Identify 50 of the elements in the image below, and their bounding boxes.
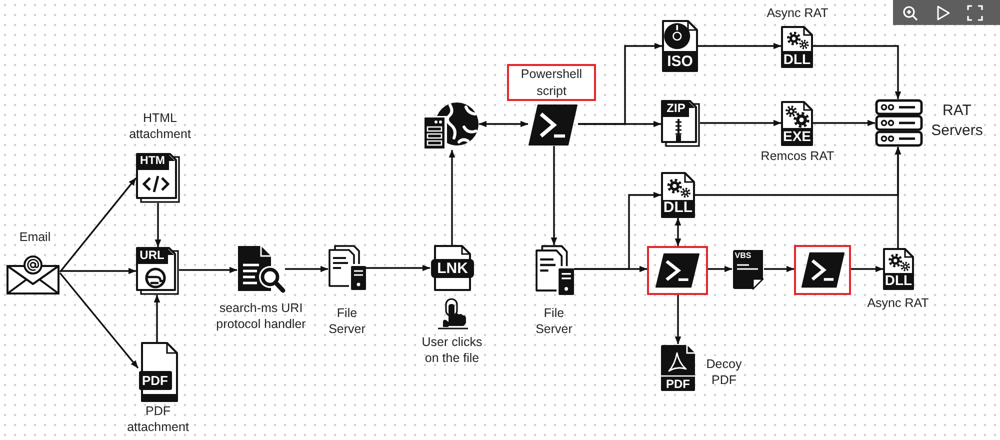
- file-type-label: ZIP: [666, 101, 686, 116]
- arrow: [578, 120, 662, 128]
- node-label: PDF attachment: [126, 403, 190, 436]
- arrow: [550, 146, 558, 246]
- node-label: search-ms URI protocol handler: [215, 300, 307, 332]
- arrow: [574, 192, 662, 270]
- file-type-label: URL: [138, 248, 166, 263]
- file-type-label: PDF: [665, 377, 691, 391]
- arrow: [154, 294, 160, 342]
- highlight-frame: [794, 245, 851, 295]
- arrow: [366, 264, 430, 272]
- arrow: [478, 120, 528, 128]
- arrow: [674, 295, 682, 344]
- file-type-label: VBS: [734, 251, 752, 261]
- arrow: [894, 146, 902, 248]
- arrow: [154, 203, 162, 248]
- arrow: [813, 120, 876, 126]
- node-label: RAT Servers: [930, 101, 984, 140]
- arrow: [764, 266, 794, 272]
- file-type-label: DLL: [662, 200, 694, 216]
- node-label: Async RAT: [766, 5, 830, 22]
- arrow: [698, 42, 782, 50]
- arrow: [60, 268, 136, 274]
- file-type-label: HTM: [139, 154, 166, 169]
- arrow: [708, 266, 732, 272]
- file-type-label: EXE: [782, 129, 812, 144]
- highlight-frame: [647, 246, 708, 295]
- arrow: [59, 272, 139, 369]
- node-label: HTML attachment: [128, 110, 192, 142]
- arrow: [851, 266, 884, 272]
- file-type-label: ISO: [666, 53, 694, 70]
- arrow: [59, 177, 137, 273]
- file-type-label: PDF: [141, 372, 169, 389]
- highlighted-label: Powershell script: [507, 64, 596, 101]
- node-label: Email: [18, 229, 52, 246]
- arrow: [813, 45, 902, 100]
- arrow: [448, 150, 456, 245]
- node-label: Async RAT: [866, 295, 930, 312]
- arrow: [285, 266, 328, 272]
- node-label: Decoy PDF: [705, 356, 743, 388]
- node-label: User clicks on the file: [420, 334, 484, 366]
- arrow: [700, 120, 782, 126]
- node-label: File Server: [534, 305, 574, 338]
- node-label: File Server: [328, 305, 366, 338]
- file-type-label: LNK: [436, 259, 469, 278]
- arrow: [674, 218, 682, 246]
- arrow: [179, 266, 238, 274]
- file-type-label: DLL: [884, 273, 913, 288]
- node-label: Remcos RAT: [760, 148, 836, 164]
- file-type-label: DLL: [782, 52, 812, 67]
